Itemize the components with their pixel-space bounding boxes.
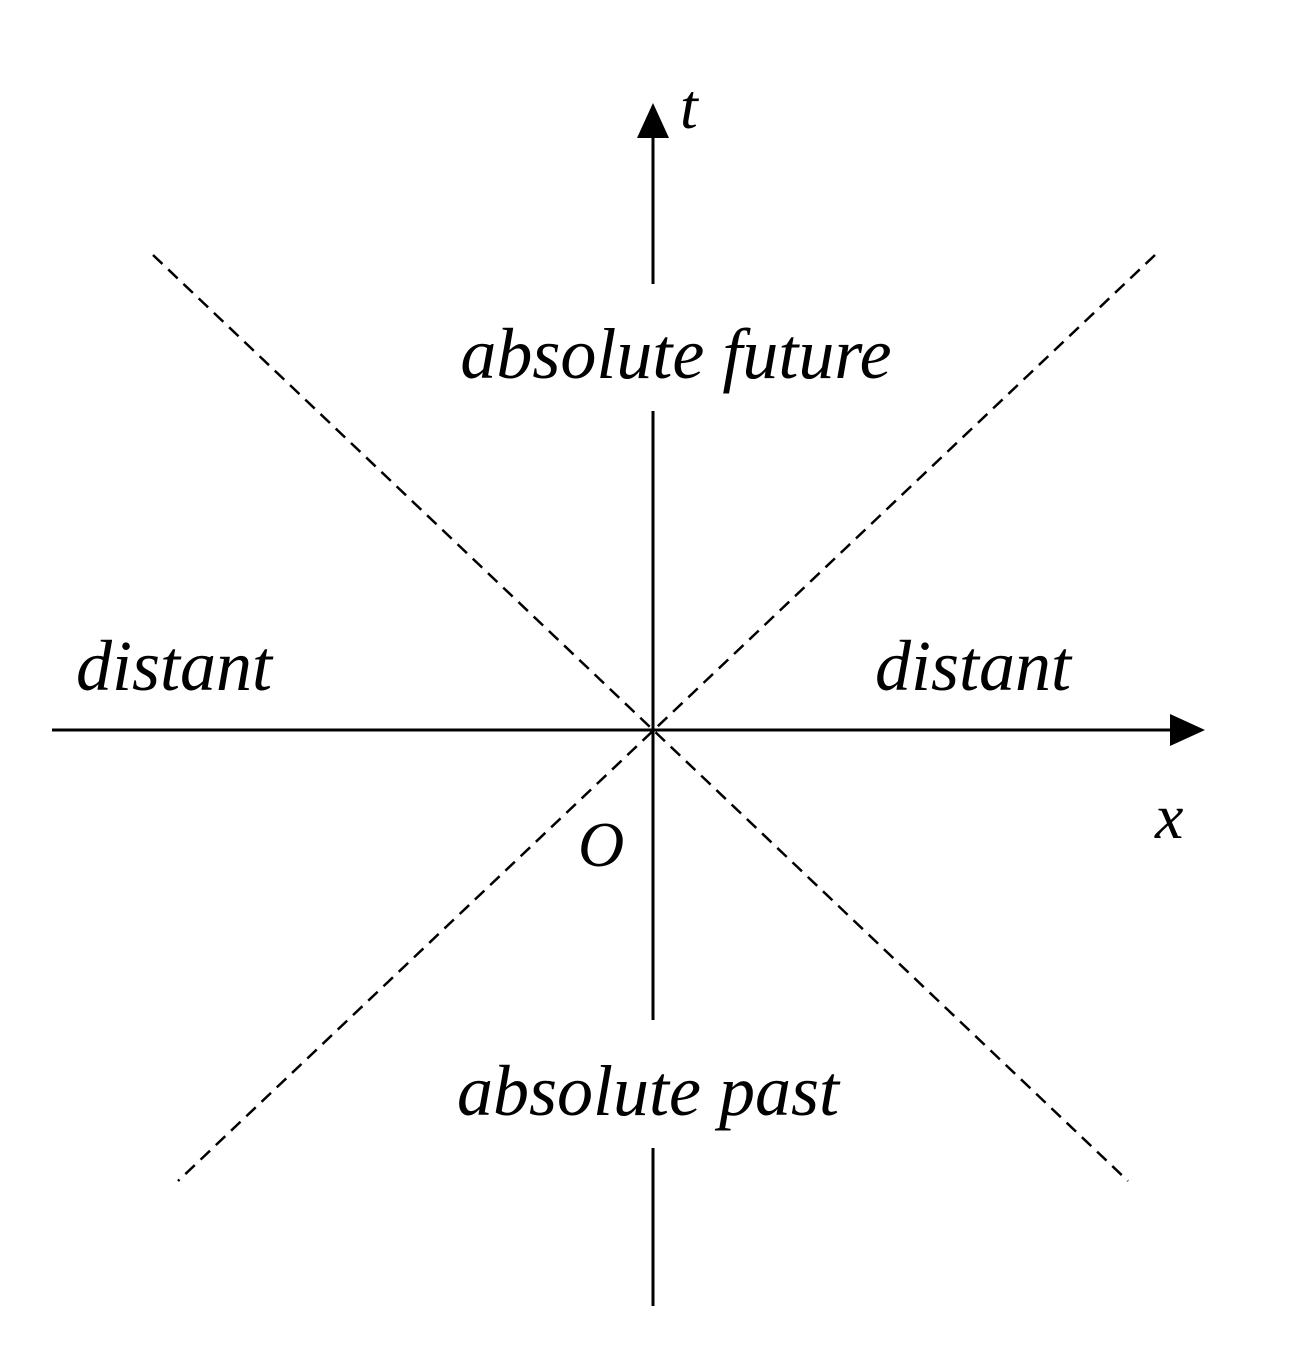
light-cone-line-ascending (177, 254, 1156, 1182)
region-label-distant-right: distant (875, 626, 1073, 706)
region-label-absolute-past: absolute past (457, 1051, 841, 1131)
x-axis-label: x (1154, 781, 1183, 852)
t-axis-label: t (680, 71, 700, 142)
origin-label: O (578, 809, 624, 880)
t-axis-arrowhead (637, 103, 669, 138)
x-axis-arrowhead (1170, 714, 1205, 746)
light-cone-line-descending (152, 254, 1129, 1182)
region-label-distant-left: distant (76, 626, 274, 706)
region-label-absolute-future: absolute future (460, 314, 891, 394)
